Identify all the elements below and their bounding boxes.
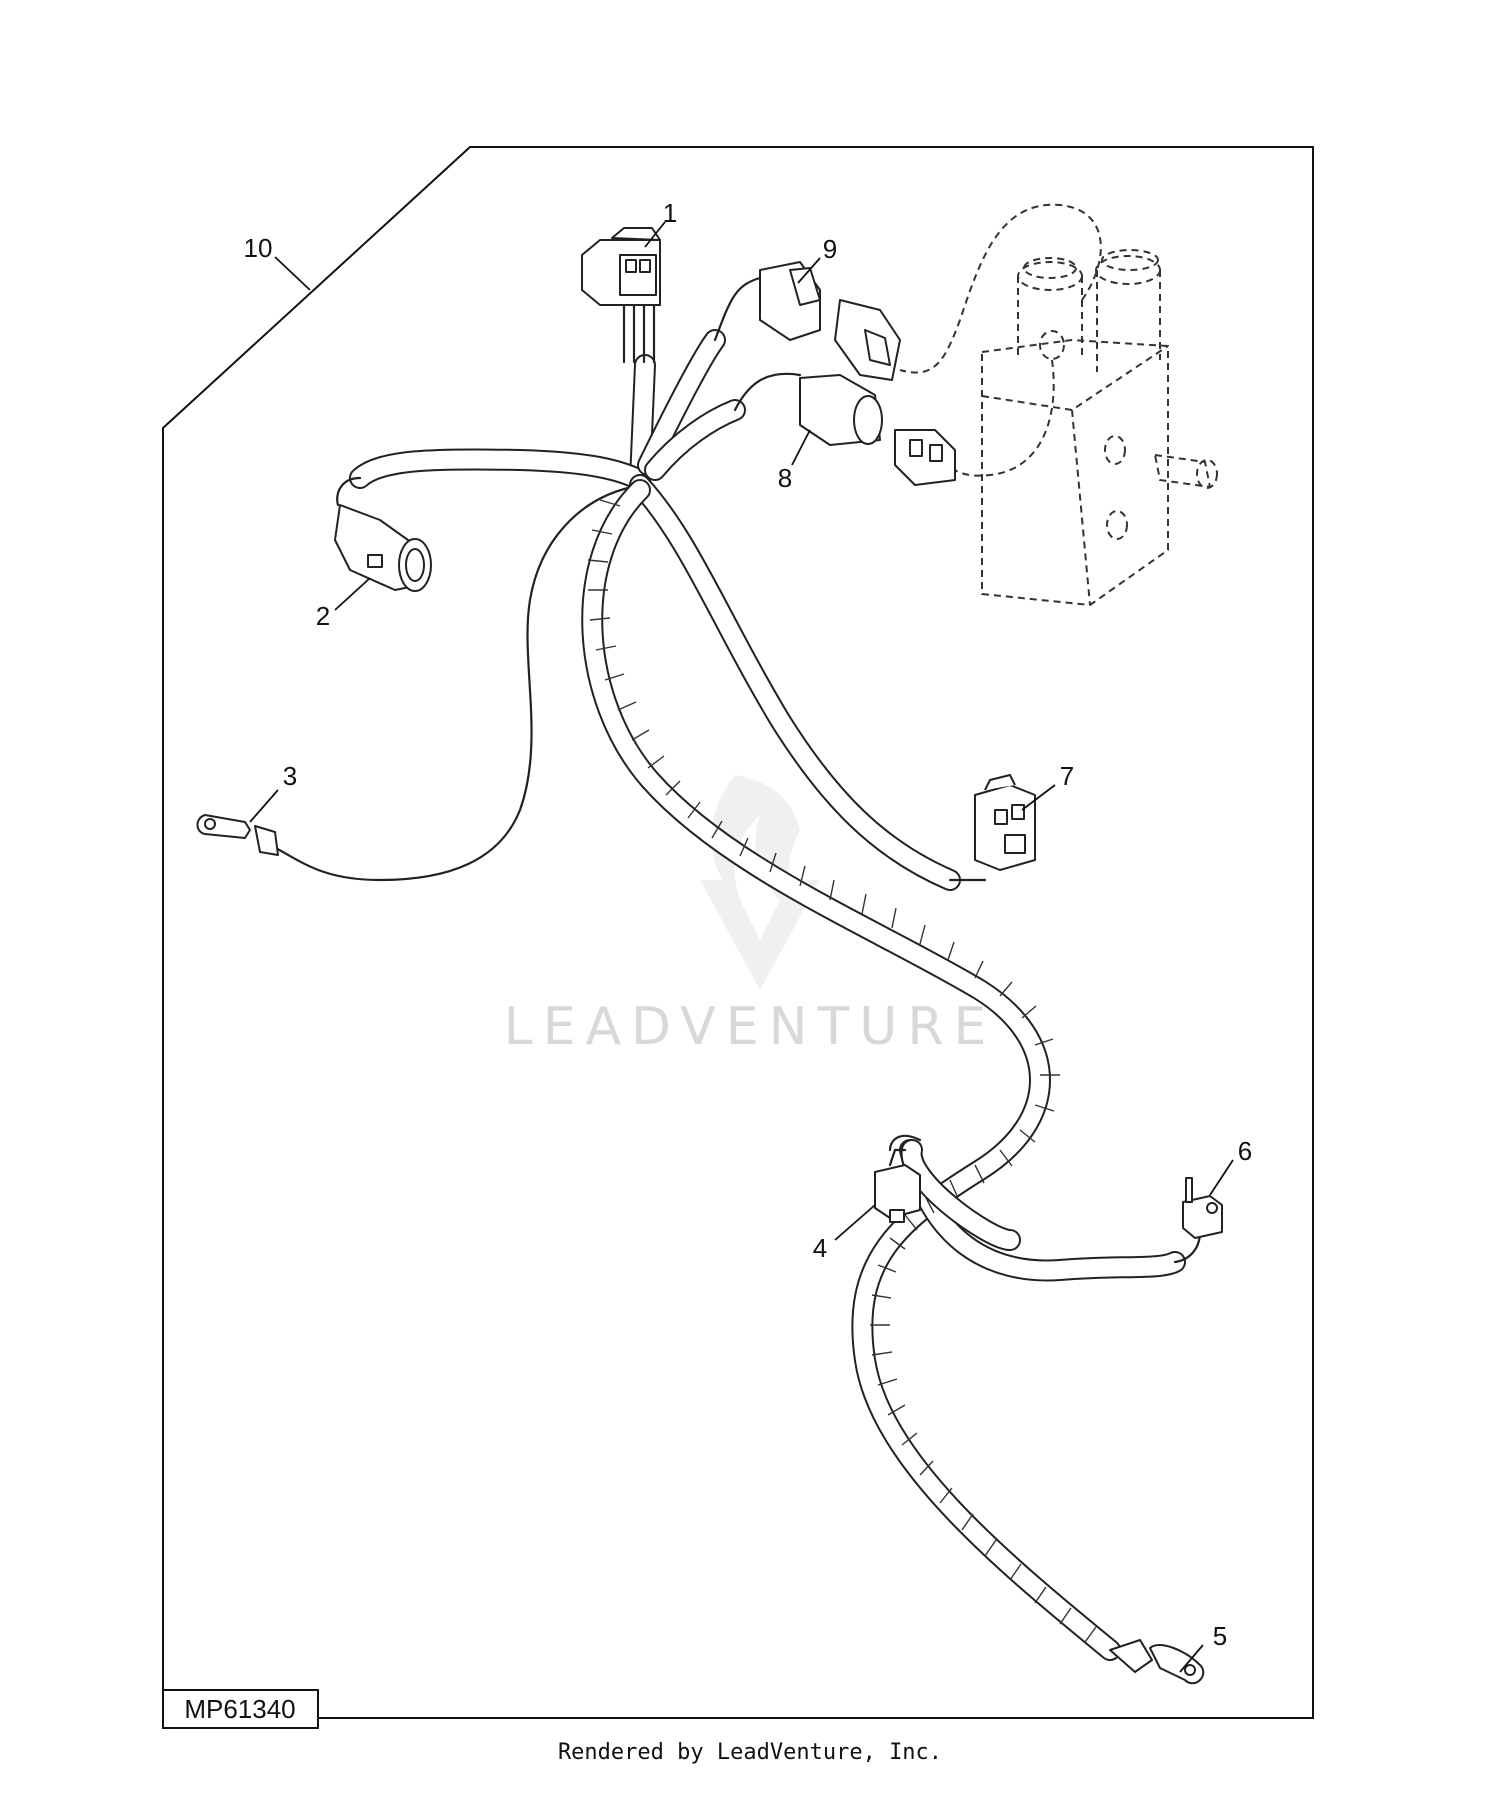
- connector-8: [799, 374, 956, 486]
- connector-4: [874, 1148, 921, 1223]
- callout-8: 8: [778, 463, 792, 493]
- ring-terminal-5: [1109, 1639, 1205, 1685]
- connector-2: [334, 504, 432, 592]
- diagram-frame: [162, 146, 1314, 1719]
- render-credit: Rendered by LeadVenture, Inc.: [557, 1740, 943, 1765]
- connector-9: [759, 261, 901, 381]
- callout-3: 3: [283, 761, 297, 791]
- callout-2: 2: [316, 601, 330, 631]
- callout-10: 10: [244, 233, 273, 263]
- terminal-6: [1182, 1177, 1223, 1239]
- connector-1: [581, 227, 661, 306]
- callout-4: 4: [813, 1233, 827, 1263]
- leader-lines: [249, 221, 1234, 1673]
- harness-main-trunk: [349, 329, 1186, 1661]
- figure-id: MP61340: [184, 1694, 295, 1724]
- callout-9: 9: [823, 234, 837, 264]
- callout-5: 5: [1213, 1621, 1227, 1651]
- connector-7: [974, 774, 1036, 871]
- valve-block-phantom: [899, 203, 1218, 607]
- callout-7: 7: [1060, 761, 1074, 791]
- ring-terminal-3: [196, 814, 279, 856]
- callout-6: 6: [1238, 1136, 1252, 1166]
- callout-1: 1: [663, 198, 677, 228]
- convoluted-tubing-ribs: [587, 499, 1097, 1643]
- watermark-text: LEADVENTURE: [504, 997, 997, 1057]
- figure-id-box: [162, 1689, 319, 1729]
